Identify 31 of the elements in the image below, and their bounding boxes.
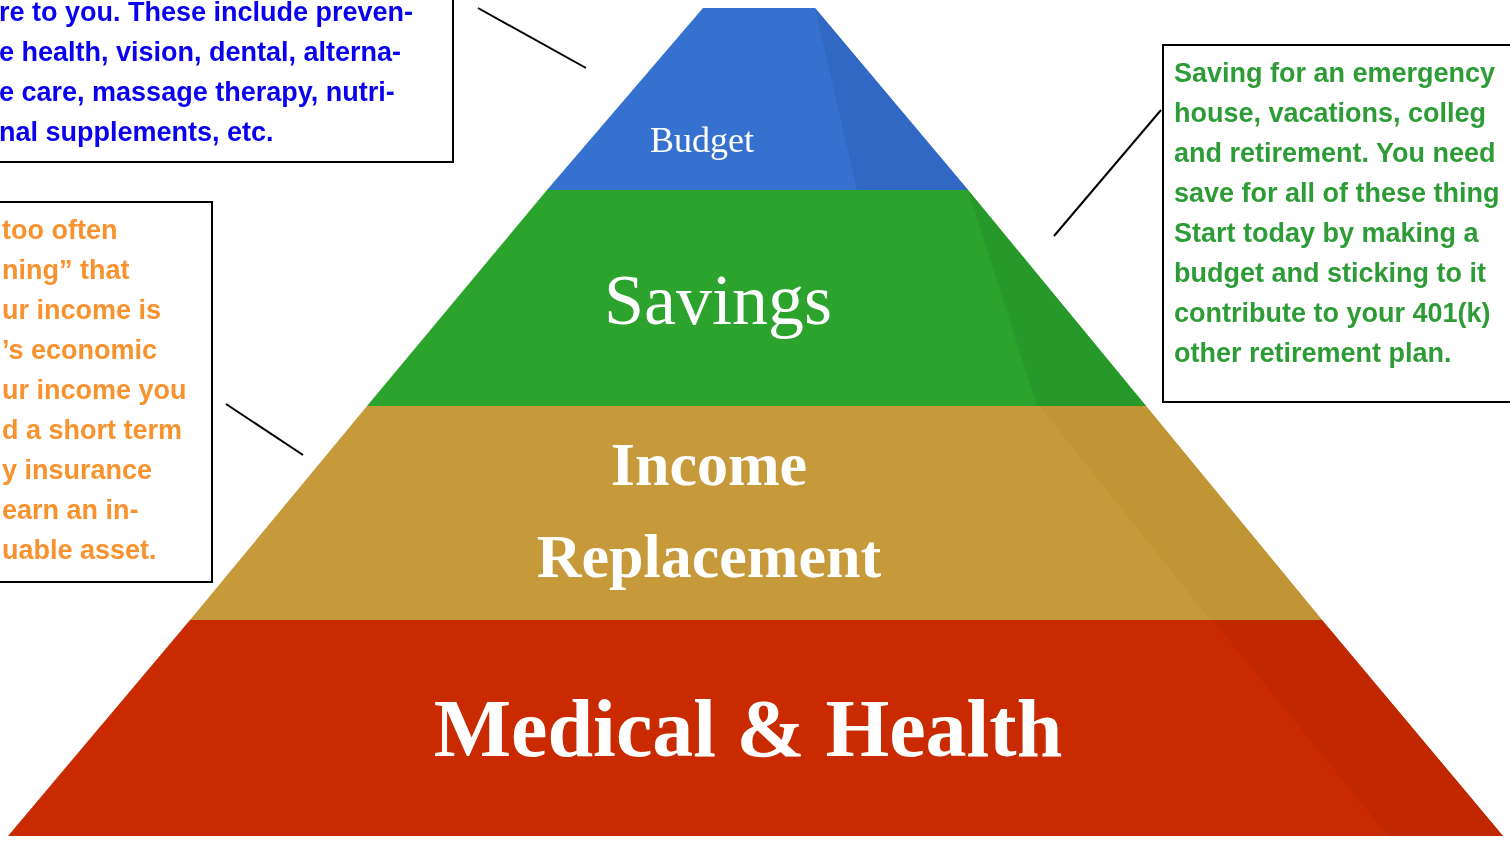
callout-text: earn an in- bbox=[2, 494, 140, 527]
callout-text: house, vacations, colleg bbox=[1174, 97, 1488, 130]
callout-text: ’s economic bbox=[2, 334, 159, 367]
callout-text: budget and sticking to it bbox=[1174, 257, 1487, 290]
tier-label: Medical & Health bbox=[433, 681, 1063, 776]
callout-text: contribute to your 401(k) bbox=[1174, 297, 1492, 330]
tier-label: Savings bbox=[604, 259, 832, 342]
callout-text: ur income is bbox=[2, 294, 163, 327]
callout-box bbox=[1162, 44, 1510, 403]
callout-text: Saving for an emergency bbox=[1174, 57, 1497, 90]
callout-text: nal supplements, etc. bbox=[0, 116, 275, 149]
callout-text: e health, vision, dental, alterna- bbox=[0, 36, 403, 69]
callout-text: save for all of these thing bbox=[1174, 177, 1500, 210]
leader-line bbox=[477, 7, 587, 69]
callout-text: other retirement plan. bbox=[1174, 337, 1453, 370]
callout-box bbox=[0, 0, 454, 163]
callout-text: ur income you bbox=[2, 374, 187, 407]
callout-text: d a short term bbox=[2, 414, 184, 447]
callout-text: Start today by making a bbox=[1174, 217, 1480, 250]
tier-label: Income Replacement bbox=[535, 429, 883, 592]
leader-line bbox=[1053, 109, 1162, 237]
callout-text: re to you. These include preven- bbox=[0, 0, 414, 29]
tier-label: Budget bbox=[650, 119, 754, 162]
callout-text: and retirement. You need bbox=[1174, 137, 1497, 170]
callout-box bbox=[0, 201, 213, 583]
callout-text: e care, massage therapy, nutri- bbox=[0, 76, 396, 109]
leader-line bbox=[225, 403, 304, 456]
callout-text: too often bbox=[2, 214, 119, 247]
callout-text: uable asset. bbox=[2, 534, 158, 567]
callout-text: ning” that bbox=[2, 254, 131, 287]
callout-text: y insurance bbox=[2, 454, 154, 487]
